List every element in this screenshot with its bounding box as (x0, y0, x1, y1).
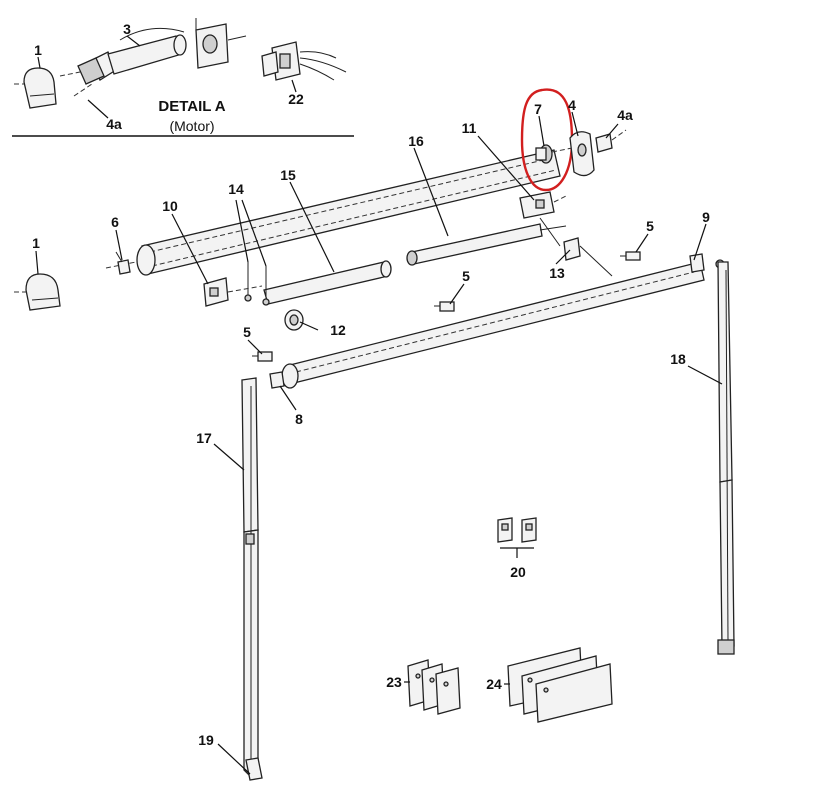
plug-part-left (252, 351, 273, 362)
plug-part-center (434, 301, 455, 312)
callout-13: 13 (549, 265, 565, 281)
motor-coupler-part (535, 144, 573, 164)
clips-part (497, 517, 537, 558)
arm-right-part (717, 261, 735, 655)
callout-23: 23 (386, 674, 402, 690)
arm-foot-part (245, 757, 263, 781)
plates-part-24 (507, 647, 613, 723)
callout-22: 22 (288, 91, 304, 107)
pins-part (244, 262, 270, 306)
arm-bracket-part (519, 191, 567, 247)
callout-1-detail: 1 (34, 42, 42, 58)
plates-part-23 (407, 659, 461, 715)
switch-plate-part (261, 41, 347, 81)
detail-subtitle: (Motor) (169, 118, 214, 134)
callout-4a-detail: 4a (106, 116, 122, 132)
detail-title: DETAIL A (158, 98, 225, 115)
callout-5-right: 5 (646, 218, 654, 234)
arm-left-part (241, 377, 259, 777)
callout-14: 14 (228, 181, 244, 197)
motor-assembly-part (59, 27, 187, 97)
plug-part-right (620, 251, 641, 261)
arm-head-right-part (563, 237, 613, 277)
callout-24: 24 (486, 676, 502, 692)
callout-4a: 4a (617, 107, 633, 123)
end-plug-part (115, 251, 131, 275)
arm-bracket-left-part (203, 277, 263, 307)
callout-9: 9 (702, 209, 710, 225)
callout-18: 18 (670, 351, 686, 367)
detail-a-inset: 1 3 4a 22 DETAIL A (Motor) (12, 18, 354, 137)
torsion-assembly-right-part (406, 223, 567, 266)
torsion-assembly-left-part (263, 260, 392, 305)
callout-15: 15 (280, 167, 296, 183)
callout-20: 20 (510, 564, 526, 580)
callout-11: 11 (462, 120, 477, 136)
callout-16: 16 (408, 133, 424, 149)
callout-19: 19 (198, 732, 214, 748)
callout-5-left: 5 (243, 324, 251, 340)
callout-17: 17 (196, 430, 212, 446)
roller-end-part (284, 309, 304, 331)
callout-1: 1 (32, 235, 40, 251)
callout-4: 4 (568, 97, 576, 113)
callout-5-center: 5 (462, 268, 470, 284)
roller-tube-part (105, 149, 561, 276)
lead-rail-part (281, 261, 705, 389)
callout-8: 8 (295, 411, 303, 427)
callout-10: 10 (162, 198, 178, 214)
leader-lines (35, 111, 723, 775)
end-cap-part (14, 273, 61, 311)
callout-3: 3 (123, 21, 131, 37)
motor-bracket-detail-part (195, 18, 247, 69)
end-plate-part (569, 129, 627, 177)
highlight-circle (520, 88, 574, 192)
callout-7: 7 (534, 101, 542, 117)
end-cap-detail-part (14, 67, 57, 109)
callout-12: 12 (330, 322, 346, 338)
rail-end-left-part (269, 371, 285, 389)
callout-6: 6 (111, 214, 119, 230)
